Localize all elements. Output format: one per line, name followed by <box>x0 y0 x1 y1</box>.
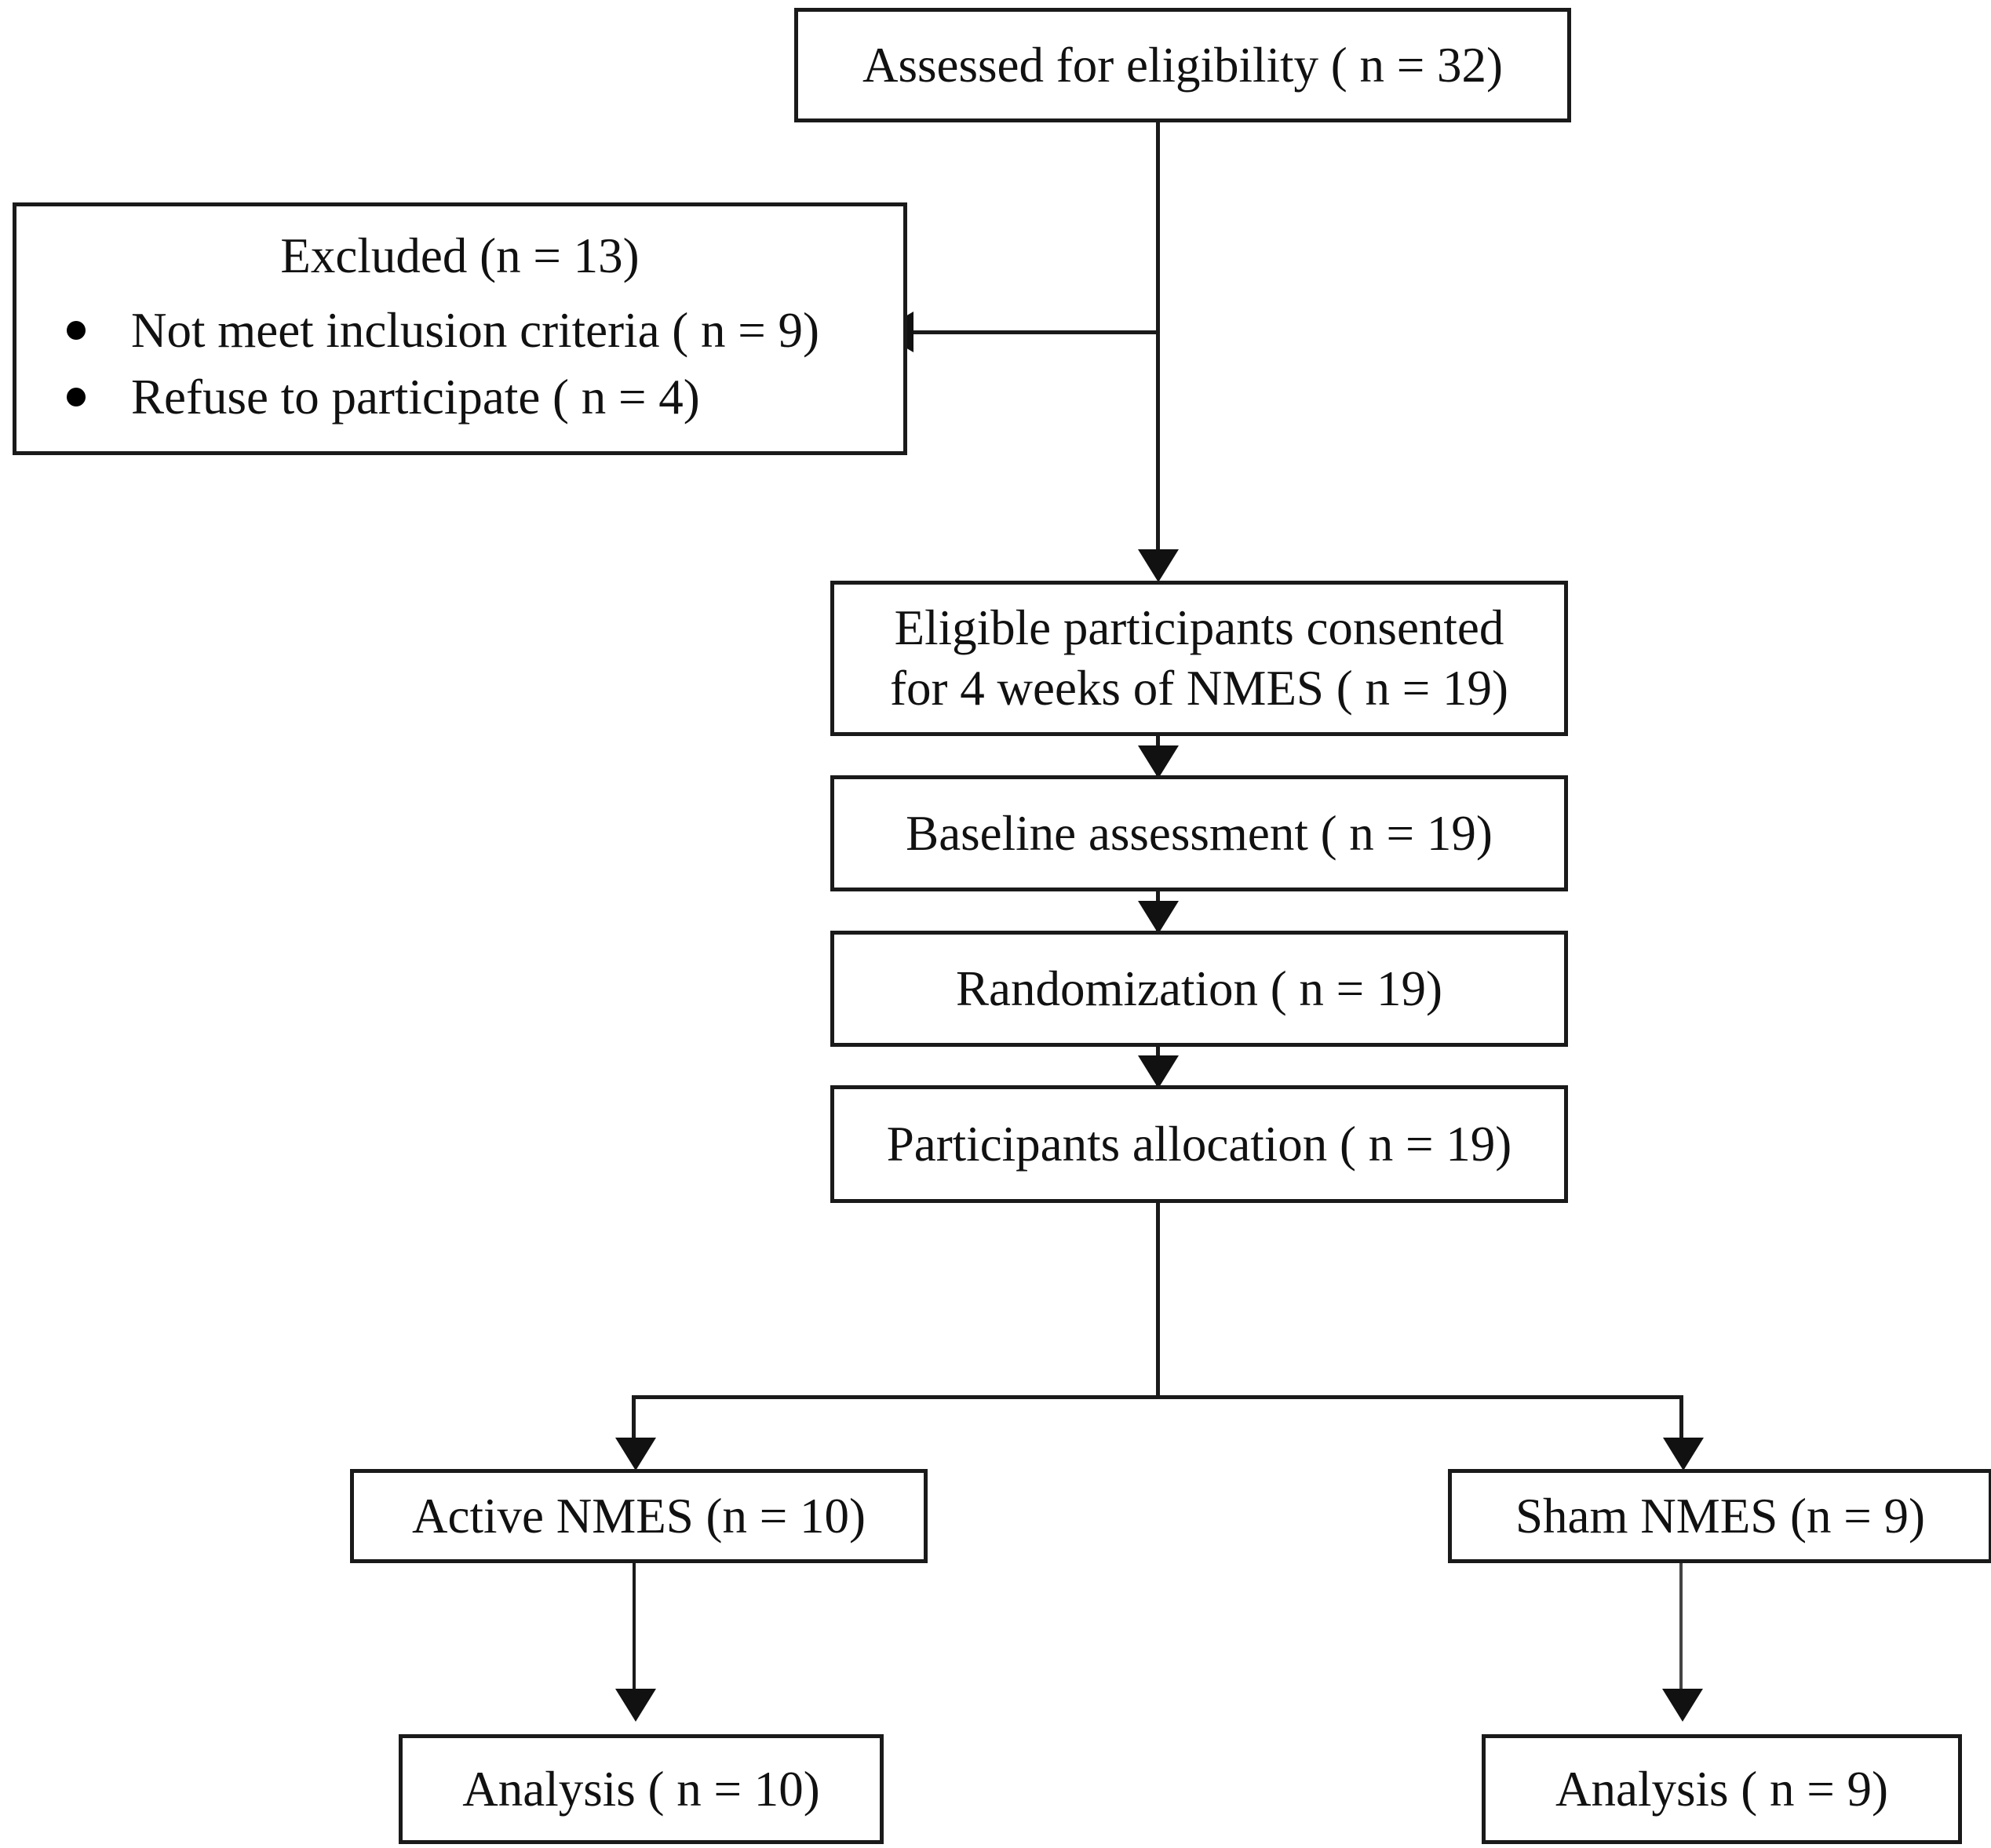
node-assessed-for-eligibility: Assessed for eligibility ( n = 32) <box>794 8 1571 122</box>
connector-active-to-analysis <box>633 1563 636 1709</box>
node-sham-nmes-arm: Sham NMES (n = 9) <box>1448 1469 1991 1563</box>
connector-sham-to-analysis <box>1679 1563 1683 1709</box>
node-eligible-label-line2: for 4 weeks of NMES ( n = 19) <box>890 661 1508 716</box>
excluded-reason-label: Refuse to participate ( n = 4) <box>131 369 700 425</box>
node-eligible-label-line1: Eligible participants consented <box>894 600 1504 656</box>
node-allocation-label: Participants allocation ( n = 19) <box>886 1116 1512 1172</box>
node-baseline-assessment: Baseline assessment ( n = 19) <box>830 775 1568 891</box>
node-analysis-active-label: Analysis ( n = 10) <box>462 1761 820 1817</box>
excluded-reason-label: Not meet inclusion criteria ( n = 9) <box>131 302 820 358</box>
arrowhead-to-baseline <box>1138 745 1179 778</box>
node-randomization: Randomization ( n = 19) <box>830 931 1568 1047</box>
excluded-reason-list: Not meet inclusion criteria ( n = 9) Ref… <box>16 297 903 431</box>
arrowhead-to-allocation <box>1138 1055 1179 1088</box>
list-item: Refuse to participate ( n = 4) <box>62 364 903 431</box>
arrowhead-to-analysis-active <box>615 1689 656 1722</box>
arrowhead-to-sham-arm <box>1663 1438 1704 1471</box>
node-randomization-label: Randomization ( n = 19) <box>956 960 1442 1016</box>
node-eligible-participants: Eligible participants consented for 4 we… <box>830 581 1568 736</box>
arrowhead-to-analysis-sham <box>1662 1689 1703 1722</box>
node-active-arm-label: Active NMES (n = 10) <box>412 1488 866 1544</box>
node-participants-allocation: Participants allocation ( n = 19) <box>830 1085 1568 1203</box>
connector-split-left <box>632 1395 636 1449</box>
connector-split-right <box>1679 1395 1683 1449</box>
connector-assessed-to-eligible <box>1156 122 1160 578</box>
node-analysis-sham-label: Analysis ( n = 9) <box>1555 1761 1888 1817</box>
node-analysis-sham: Analysis ( n = 9) <box>1482 1734 1962 1844</box>
bullet-icon <box>67 388 86 407</box>
arrowhead-to-eligible <box>1138 549 1179 582</box>
node-sham-arm-label: Sham NMES (n = 9) <box>1515 1488 1926 1544</box>
connector-split-horizontal <box>632 1395 1682 1399</box>
connector-allocation-to-split <box>1156 1203 1160 1398</box>
bullet-icon <box>67 321 86 341</box>
excluded-title: Excluded (n = 13) <box>280 228 640 283</box>
node-analysis-active: Analysis ( n = 10) <box>399 1734 884 1844</box>
node-assessed-label: Assessed for eligibility ( n = 32) <box>862 37 1503 93</box>
node-active-nmes-arm: Active NMES (n = 10) <box>350 1469 928 1563</box>
node-baseline-label: Baseline assessment ( n = 19) <box>906 805 1493 861</box>
list-item: Not meet inclusion criteria ( n = 9) <box>62 297 903 364</box>
connector-to-excluded <box>913 330 1158 334</box>
arrowhead-to-randomization <box>1138 901 1179 934</box>
arrowhead-to-active-arm <box>615 1438 656 1471</box>
node-excluded: Excluded (n = 13) Not meet inclusion cri… <box>13 202 907 455</box>
